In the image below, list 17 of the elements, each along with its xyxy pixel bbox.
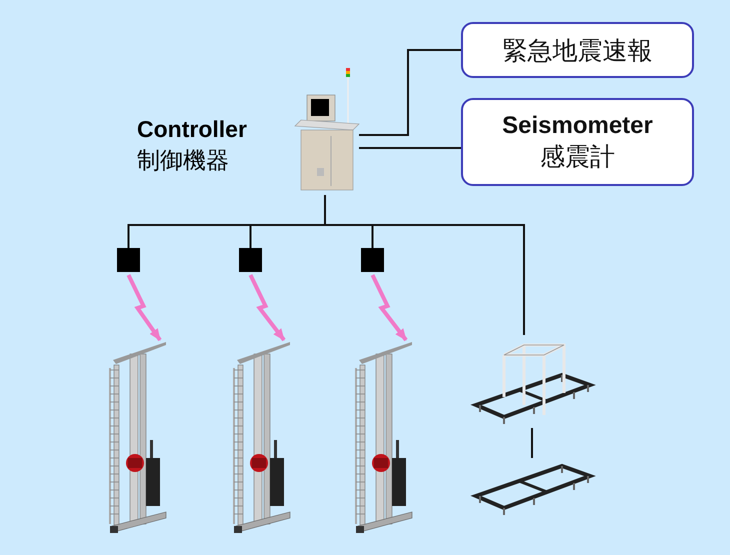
- box-label: Seismometer: [502, 112, 653, 140]
- connector-line: [359, 49, 461, 136]
- wireless-signal-arrow: [370, 274, 408, 342]
- connector-line: [324, 195, 525, 335]
- square-block: [361, 248, 384, 272]
- device-label: Controller: [137, 116, 247, 143]
- box-label: 緊急地震速報: [502, 34, 652, 66]
- device-label: 制御機器: [137, 147, 230, 176]
- text-box: [461, 22, 694, 78]
- wireless-signal-arrow: [248, 274, 286, 342]
- square-block: [239, 248, 262, 272]
- text-box: [461, 98, 694, 186]
- connector-line: [359, 147, 461, 149]
- connector-line: [531, 428, 533, 458]
- box-label: 感震計: [540, 140, 615, 172]
- wireless-signal-arrow: [126, 274, 162, 342]
- square-block: [117, 248, 140, 272]
